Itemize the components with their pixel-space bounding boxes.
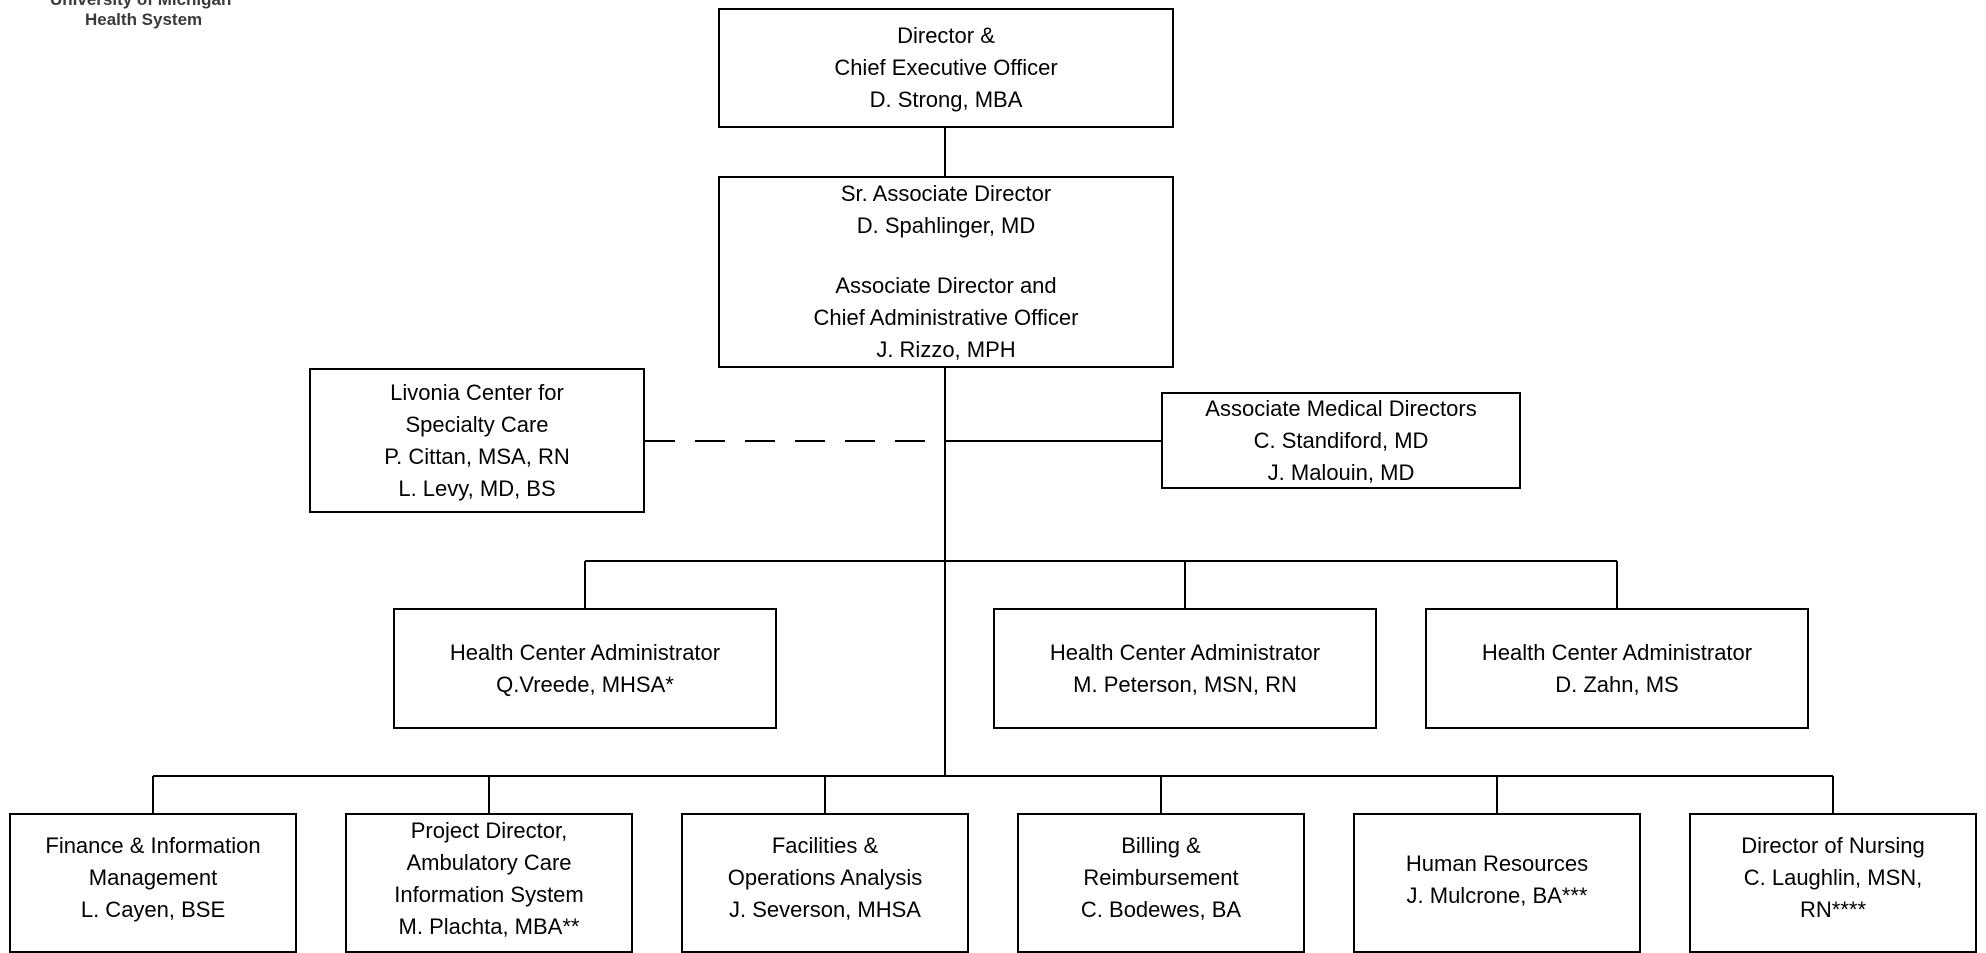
- livonia-line-4: L. Levy, MD, BS: [398, 475, 556, 501]
- billing-reimbursement-box: Billing & Reimbursement C. Bodewes, BA: [1017, 813, 1305, 953]
- facilities-line-2: Operations Analysis: [727, 865, 923, 890]
- sr-associate-line-4: Chief Administrative Officer: [813, 305, 1079, 330]
- human-resources-box: Human Resources J. Mulcrone, BA***: [1353, 813, 1641, 953]
- finance-line-2: Management: [88, 865, 218, 890]
- nursing-line-1: Director of Nursing: [1741, 833, 1925, 858]
- hca-2-line-1: Health Center Administrator: [1049, 639, 1321, 665]
- project-line-1: Project Director,: [410, 818, 568, 843]
- assoc-medical-line-3: J. Malouin, MD: [1267, 459, 1415, 485]
- ceo-box: Director & Chief Executive Officer D. St…: [718, 8, 1174, 128]
- billing-line-2: Reimbursement: [1083, 865, 1239, 890]
- health-center-admin-box-1: Health Center Administrator Q.Vreede, MH…: [393, 608, 777, 729]
- logo-line-1: University of Michigan: [10, 0, 310, 10]
- sr-associate-director-box: Sr. Associate Director D. Spahlinger, MD…: [718, 176, 1174, 368]
- facilities-operations-box: Facilities & Operations Analysis J. Seve…: [681, 813, 969, 953]
- billing-line-1: Billing &: [1121, 833, 1201, 858]
- finance-line-1: Finance & Information: [45, 833, 261, 858]
- livonia-line-1: Livonia Center for: [390, 379, 564, 405]
- hr-line-1: Human Resources: [1405, 851, 1589, 876]
- assoc-medical-line-1: Associate Medical Directors: [1205, 395, 1477, 421]
- hca-3-line-1: Health Center Administrator: [1481, 639, 1753, 665]
- associate-medical-directors-box: Associate Medical Directors C. Standifor…: [1161, 392, 1521, 489]
- finance-information-box: Finance & Information Management L. Caye…: [9, 813, 297, 953]
- hca-3-line-2: D. Zahn, MS: [1555, 671, 1679, 697]
- ceo-line-3: D. Strong, MBA: [869, 87, 1023, 112]
- project-director-box: Project Director, Ambulatory Care Inform…: [345, 813, 633, 953]
- project-line-2: Ambulatory Care: [406, 850, 572, 875]
- livonia-center-box: Livonia Center for Specialty Care P. Cit…: [309, 368, 645, 513]
- billing-line-3: C. Bodewes, BA: [1080, 897, 1242, 922]
- livonia-line-3: P. Cittan, MSA, RN: [384, 443, 570, 469]
- facilities-line-3: J. Severson, MHSA: [729, 897, 921, 922]
- assoc-medical-line-2: C. Standiford, MD: [1253, 427, 1429, 453]
- facilities-line-1: Facilities &: [771, 833, 879, 858]
- finance-line-3: L. Cayen, BSE: [80, 897, 226, 922]
- sr-associate-line-5: J. Rizzo, MPH: [876, 337, 1016, 362]
- logo-line-2: Health System: [85, 10, 203, 29]
- nursing-line-2: C. Laughlin, MSN,: [1743, 865, 1923, 890]
- nursing-line-3: RN****: [1799, 897, 1867, 922]
- organization-logo: University of Michigan Health System: [10, 0, 310, 30]
- ceo-line-2: Chief Executive Officer: [834, 55, 1058, 80]
- hca-1-line-2: Q.Vreede, MHSA*: [496, 671, 674, 697]
- sr-associate-line-3: Associate Director and: [835, 273, 1057, 298]
- health-center-admin-box-2: Health Center Administrator M. Peterson,…: [993, 608, 1377, 729]
- project-line-3: Information System: [394, 882, 584, 907]
- hr-line-2: J. Mulcrone, BA***: [1406, 883, 1588, 908]
- livonia-line-2: Specialty Care: [405, 411, 549, 437]
- health-center-admin-box-3: Health Center Administrator D. Zahn, MS: [1425, 608, 1809, 729]
- hca-2-line-2: M. Peterson, MSN, RN: [1073, 671, 1297, 697]
- hca-1-line-1: Health Center Administrator: [449, 639, 721, 665]
- ceo-line-1: Director &: [897, 23, 995, 48]
- sr-associate-line-1: Sr. Associate Director: [840, 181, 1052, 206]
- project-line-4: M. Plachta, MBA**: [398, 914, 580, 939]
- director-of-nursing-box: Director of Nursing C. Laughlin, MSN, RN…: [1689, 813, 1977, 953]
- sr-associate-line-2: D. Spahlinger, MD: [856, 213, 1036, 238]
